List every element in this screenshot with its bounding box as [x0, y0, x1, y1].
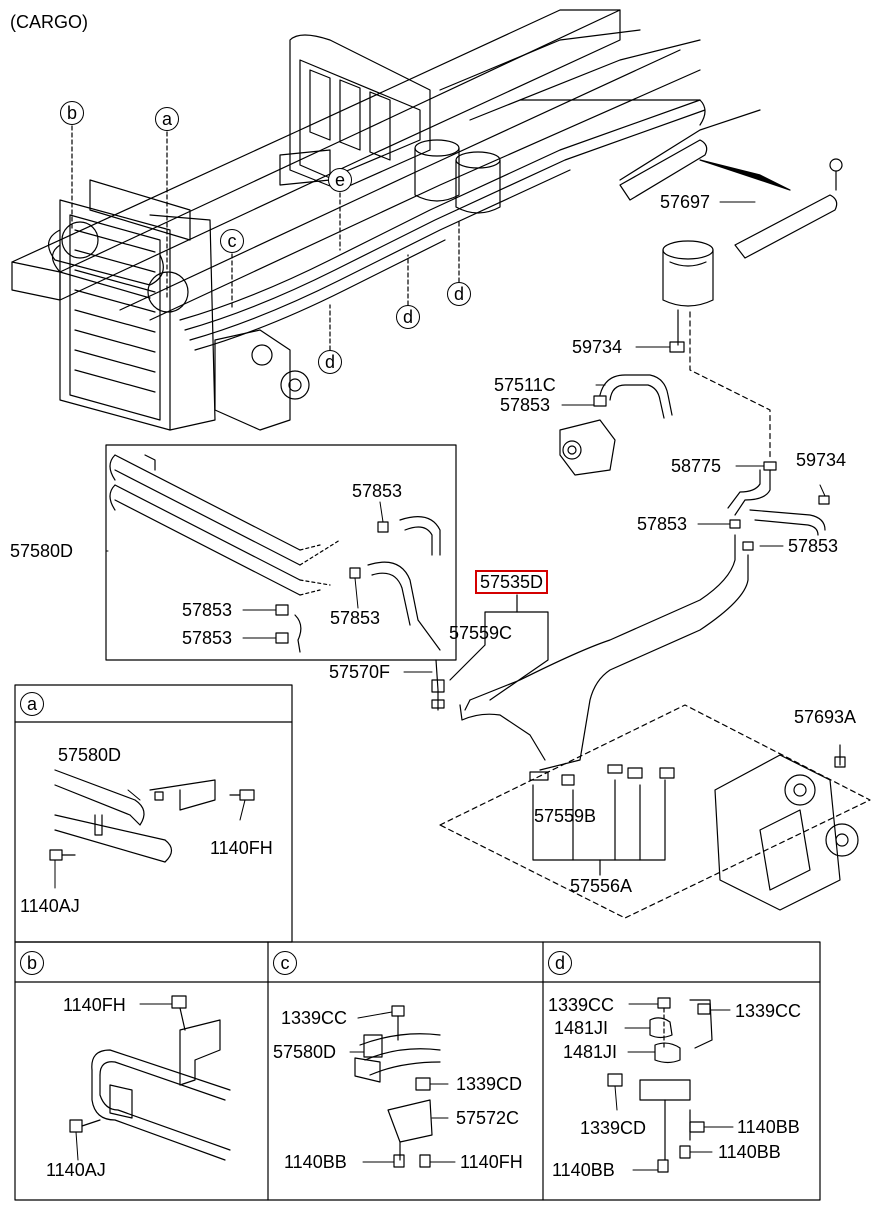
part-57697[interactable]: 57697 — [660, 192, 711, 212]
callout-d-2[interactable]: d — [396, 305, 420, 329]
part-57559B[interactable]: 57559B — [534, 806, 597, 826]
panel-c-1140FH[interactable]: 1140FH — [460, 1152, 523, 1172]
steering-pump-top — [214, 329, 310, 431]
part-57693A[interactable]: 57693A — [794, 707, 857, 727]
panel-d-tag: d — [548, 951, 572, 975]
reservoir-59734 — [662, 240, 771, 461]
part-57853-f[interactable]: 57853 — [182, 600, 233, 620]
radiator — [48, 179, 216, 431]
pump-middle — [559, 419, 616, 476]
panel-b-art — [69, 995, 231, 1161]
callout-b[interactable]: b — [60, 101, 84, 125]
part-57853-c[interactable]: 57853 — [788, 536, 839, 556]
part-57853-d[interactable]: 57853 — [352, 481, 403, 501]
part-57853-b[interactable]: 57853 — [637, 514, 688, 534]
detail-ring-a — [147, 271, 189, 313]
callout-e[interactable]: e — [328, 168, 352, 192]
panel-d-1339CD[interactable]: 1339CD — [580, 1118, 647, 1138]
part-57535D-highlighted[interactable]: 57535D — [475, 570, 549, 594]
detail-ring-b — [61, 221, 99, 259]
panel-c-57572C[interactable]: 57572C — [456, 1108, 520, 1128]
panel-b-1140FH[interactable]: 1140FH — [63, 995, 126, 1015]
fitting-group-box — [439, 704, 871, 919]
part-57559C[interactable]: 57559C — [449, 623, 513, 643]
panel-d-1140BB-a[interactable]: 1140BB — [737, 1117, 800, 1137]
panel-a-1140FH[interactable]: 1140FH — [210, 838, 273, 858]
fittings-57556A — [529, 764, 675, 876]
panel-c-1140BB[interactable]: 1140BB — [284, 1152, 347, 1172]
part-59734-a[interactable]: 59734 — [572, 337, 623, 357]
panel-d-1140BB-b[interactable]: 1140BB — [718, 1142, 781, 1162]
panel-c-57580D[interactable]: 57580D — [273, 1042, 337, 1062]
part-57853-a[interactable]: 57853 — [500, 395, 551, 415]
pressure-lines — [464, 534, 749, 771]
part-57556A[interactable]: 57556A — [570, 876, 633, 896]
panel-d-art — [607, 997, 713, 1173]
callout-d-1[interactable]: d — [447, 282, 471, 306]
cooler-detail-box — [105, 444, 546, 761]
callout-d-3[interactable]: d — [318, 350, 342, 374]
label-leaders — [54, 201, 826, 1171]
panel-b-tag: b — [20, 951, 44, 975]
panel-d-1481JI-a[interactable]: 1481JI — [554, 1018, 609, 1038]
panel-a-tag: a — [20, 692, 44, 716]
panel-a-1140AJ[interactable]: 1140AJ — [20, 896, 80, 916]
panel-a-57580D[interactable]: 57580D — [58, 745, 122, 765]
panel-c-tag: c — [273, 951, 297, 975]
callout-c[interactable]: c — [220, 229, 244, 253]
panel-d-1339CC-b[interactable]: 1339CC — [735, 1001, 802, 1021]
leader-57535D — [449, 594, 549, 701]
panel-c-1339CC[interactable]: 1339CC — [281, 1008, 348, 1028]
part-58775[interactable]: 58775 — [671, 456, 722, 476]
part-57853-e[interactable]: 57853 — [330, 608, 381, 628]
reservoir-tanks — [414, 139, 501, 214]
panel-c-art — [354, 1005, 441, 1168]
panel-c-1339CD[interactable]: 1339CD — [456, 1074, 523, 1094]
callout-a[interactable]: a — [155, 107, 179, 131]
part-57511C[interactable]: 57511C — [494, 375, 556, 395]
part-59734-b[interactable]: 59734 — [796, 450, 847, 470]
part-57580D[interactable]: 57580D — [10, 541, 74, 561]
lower-panels-frame — [14, 941, 821, 1201]
diagram-title: (CARGO) — [10, 12, 88, 32]
steering-gear — [714, 744, 859, 911]
panel-d-1140BB-c[interactable]: 1140BB — [552, 1160, 615, 1180]
panel-b-1140AJ[interactable]: 1140AJ — [46, 1160, 106, 1180]
hose-bundle-top — [179, 99, 761, 351]
part-57853-g[interactable]: 57853 — [182, 628, 233, 648]
hose-57511C — [593, 374, 673, 419]
chassis-frame — [11, 9, 701, 321]
panel-d-1481JI-b[interactable]: 1481JI — [563, 1042, 618, 1062]
part-57570F[interactable]: 57570F — [329, 662, 391, 682]
panel-d-1339CC-a[interactable]: 1339CC — [548, 995, 615, 1015]
steering-cylinder — [619, 139, 843, 259]
